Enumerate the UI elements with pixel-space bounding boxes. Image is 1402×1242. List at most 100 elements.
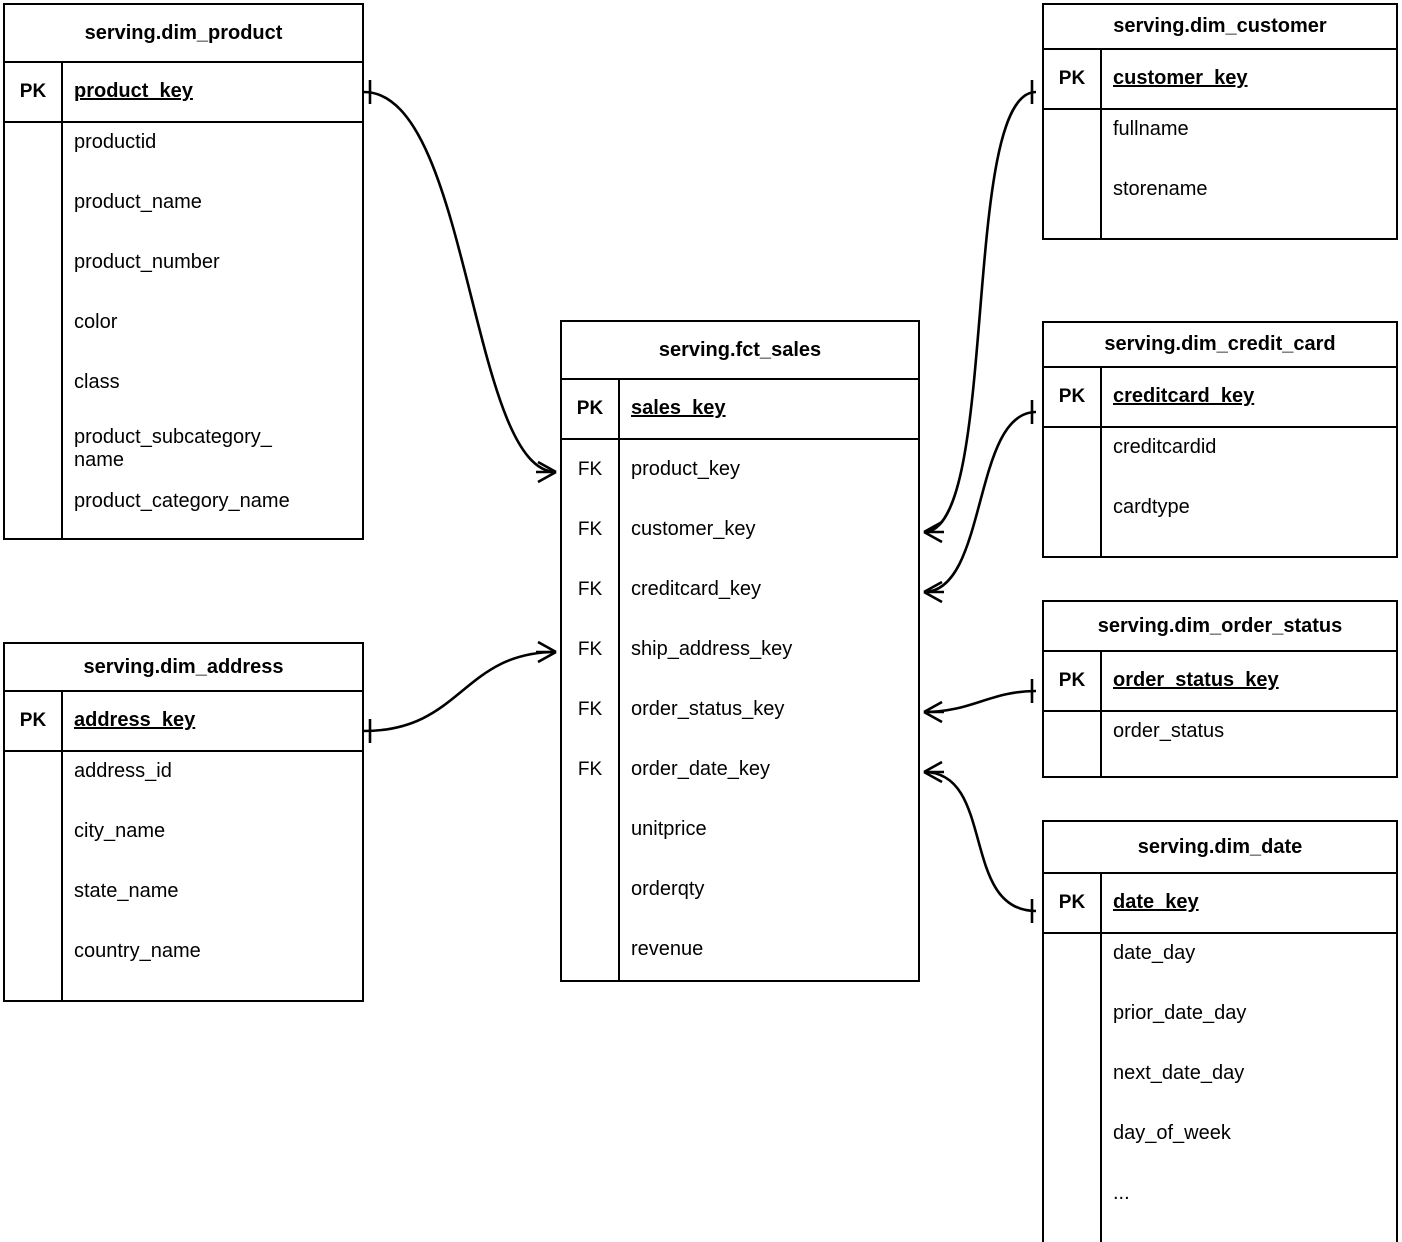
fk-row: FK order_date_key: [562, 740, 918, 800]
fk-badge: FK: [562, 560, 620, 620]
attribute-list: date_day prior_date_day next_date_day da…: [1102, 934, 1396, 1242]
attributes-block: unitprice orderqty revenue: [562, 800, 918, 980]
attribute-label: revenue: [631, 938, 704, 961]
fk-row: FK ship_address_key: [562, 620, 918, 680]
fk-field-name: product_key: [631, 458, 740, 481]
attribute-row: next_date_day: [1102, 1062, 1396, 1122]
entity-dim-product[interactable]: serving.dim_product PK product_key produ…: [3, 3, 364, 540]
entity-dim-credit-card[interactable]: serving.dim_credit_card PK creditcard_ke…: [1042, 321, 1398, 558]
fk-row: FK product_key: [562, 440, 918, 500]
attribute-row: state_name: [63, 880, 362, 940]
pk-row: PK customer_key: [1044, 50, 1396, 110]
attribute-row: storename: [1102, 178, 1396, 238]
attribute-label: day_of_week: [1113, 1122, 1231, 1144]
attributes-block: order_status: [1044, 712, 1396, 776]
pk-badge: PK: [5, 692, 63, 750]
pk-row: PK sales_key: [562, 380, 918, 440]
pk-field-name: order_status_key: [1113, 669, 1279, 692]
fk-badge: FK: [562, 680, 620, 740]
attribute-row: color: [63, 311, 362, 371]
attribute-list: fullname storename: [1102, 110, 1396, 238]
fk-field-name: order_date_key: [631, 758, 770, 781]
pk-row: PK creditcard_key: [1044, 368, 1396, 428]
attributes-block: address_id city_name state_name country_…: [5, 752, 362, 1000]
rel-customer-sales: [923, 80, 1037, 544]
key-gutter: [5, 123, 63, 538]
attribute-label: next_date_day: [1113, 1062, 1245, 1084]
attribute-label: product_category_name: [74, 490, 290, 512]
key-gutter: [1044, 712, 1102, 776]
entity-title: serving.dim_product: [5, 5, 362, 63]
fk-field-name: creditcard_key: [631, 578, 762, 601]
entity-dim-customer[interactable]: serving.dim_customer PK customer_key ful…: [1042, 3, 1398, 240]
attribute-list: productid product_name product_number co…: [63, 123, 362, 538]
fk-field-name: customer_key: [631, 518, 756, 541]
attribute-row: fullname: [1102, 118, 1396, 178]
attribute-label: productid: [74, 131, 157, 153]
fk-badge: FK: [562, 740, 620, 800]
attribute-label: product_name: [74, 191, 202, 213]
fk-field-name: ship_address_key: [631, 638, 793, 661]
pk-field-name: date_key: [1113, 891, 1199, 914]
key-gutter: [1044, 428, 1102, 556]
entity-title: serving.fct_sales: [562, 322, 918, 380]
pk-field-name: customer_key: [1113, 67, 1248, 90]
entity-dim-order-status[interactable]: serving.dim_order_status PK order_status…: [1042, 600, 1398, 778]
attribute-list: order_status: [1102, 712, 1396, 776]
attribute-row: cardtype: [1102, 496, 1396, 556]
pk-badge: PK: [1044, 368, 1102, 426]
attribute-row: product_subcategory_ name: [63, 426, 362, 490]
attribute-row: productid: [63, 131, 362, 191]
attribute-row: orderqty: [620, 860, 918, 920]
pk-row: PK order_status_key: [1044, 652, 1396, 712]
attributes-block: creditcardid cardtype: [1044, 428, 1396, 556]
key-gutter: [5, 752, 63, 1000]
attribute-label: color: [74, 311, 118, 333]
key-gutter: [562, 800, 620, 980]
attribute-label: country_name: [74, 940, 201, 962]
entity-title: serving.dim_credit_card: [1044, 323, 1396, 368]
attribute-label: orderqty: [631, 878, 705, 901]
attribute-row: creditcardid: [1102, 436, 1396, 496]
pk-badge: PK: [5, 63, 63, 121]
attribute-label: ...: [1113, 1182, 1130, 1204]
attribute-label: prior_date_day: [1113, 1002, 1247, 1024]
entity-title: serving.dim_customer: [1044, 5, 1396, 50]
key-gutter: [1044, 110, 1102, 238]
entity-dim-address[interactable]: serving.dim_address PK address_key addre…: [3, 642, 364, 1002]
entity-title: serving.dim_address: [5, 644, 362, 692]
attribute-label: fullname: [1113, 118, 1189, 140]
pk-badge: PK: [1044, 652, 1102, 710]
rel-date-sales: [923, 760, 1037, 923]
attributes-block: fullname storename: [1044, 110, 1396, 238]
pk-row: PK product_key: [5, 63, 362, 123]
entity-dim-date[interactable]: serving.dim_date PK date_key date_day pr…: [1042, 820, 1398, 1242]
rel-creditcard-sales: [923, 400, 1037, 604]
fk-badge: FK: [562, 620, 620, 680]
attribute-row: ...: [1102, 1182, 1396, 1242]
fk-badge: FK: [562, 440, 620, 500]
pk-field-name: creditcard_key: [1113, 385, 1255, 408]
attribute-row: revenue: [620, 920, 918, 980]
pk-field-name: product_key: [74, 80, 193, 103]
pk-field-name: sales_key: [631, 397, 726, 420]
pk-badge: PK: [1044, 50, 1102, 108]
attribute-list: address_id city_name state_name country_…: [63, 752, 362, 1000]
attribute-label: cardtype: [1113, 496, 1190, 518]
pk-row: PK date_key: [1044, 874, 1396, 934]
fk-row: FK creditcard_key: [562, 560, 918, 620]
attribute-label: product_number: [74, 251, 220, 273]
attribute-label: class: [74, 371, 120, 393]
attribute-label: order_status: [1113, 720, 1225, 742]
attribute-label: date_day: [1113, 942, 1196, 964]
fk-badge: FK: [562, 500, 620, 560]
attributes-block: productid product_name product_number co…: [5, 123, 362, 538]
attribute-list: unitprice orderqty revenue: [620, 800, 918, 980]
fk-field-name: order_status_key: [631, 698, 785, 721]
attribute-row: unitprice: [620, 800, 918, 860]
entity-fct-sales[interactable]: serving.fct_sales PK sales_key FK produc…: [560, 320, 920, 982]
attribute-list: creditcardid cardtype: [1102, 428, 1396, 556]
attribute-row: order_status: [1102, 720, 1396, 776]
rel-orderstatus-sales: [923, 679, 1037, 724]
